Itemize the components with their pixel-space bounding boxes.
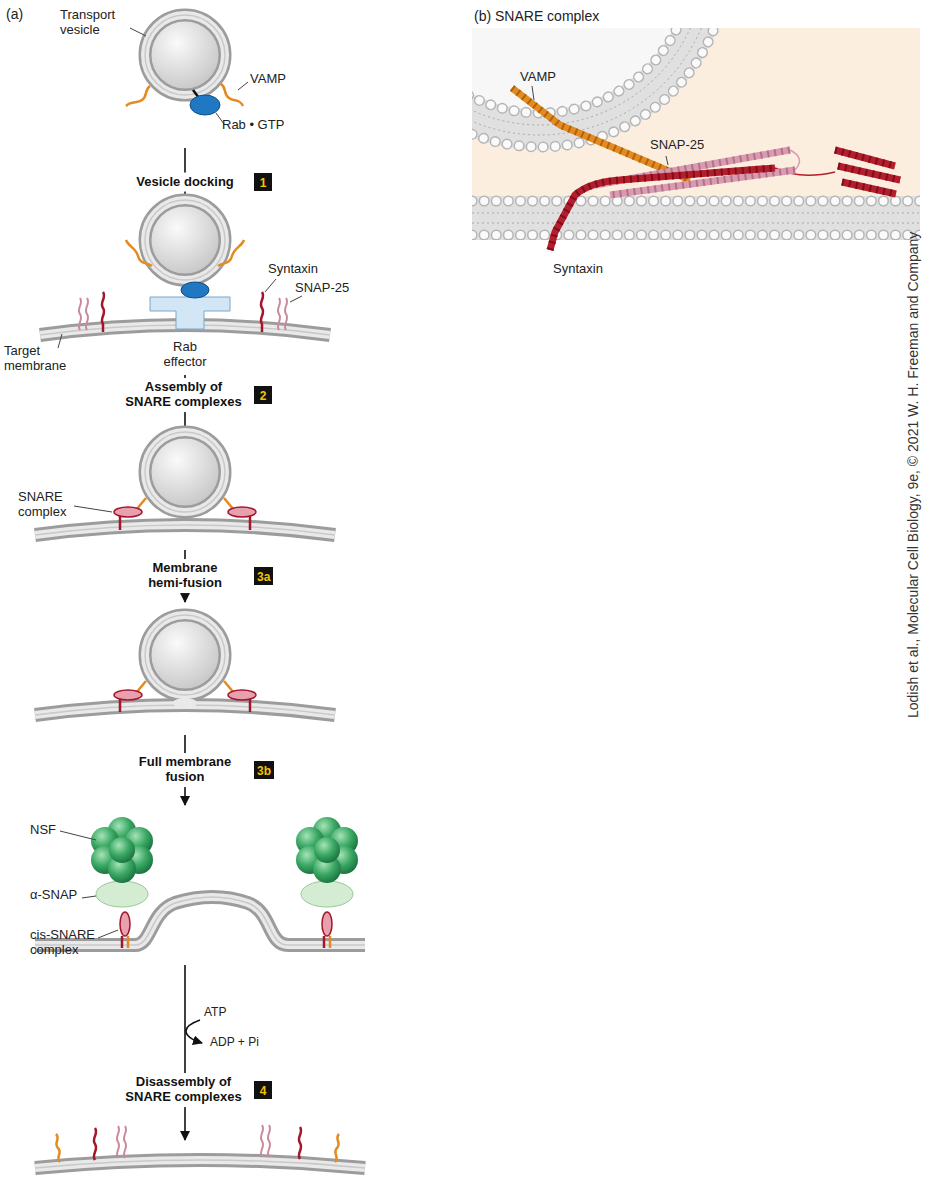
part-label: NSF (30, 823, 56, 838)
part-label: VAMP (250, 72, 286, 87)
part-label: SNAP-25 (295, 281, 349, 296)
part-label: Target membrane (4, 344, 68, 374)
step-heading: Vesicle docking (133, 173, 237, 192)
part-label: Transport vesicle (60, 8, 130, 38)
step-badge: Membrane hemi-fusion3a (254, 567, 273, 585)
step-heading: Membrane hemi-fusion (136, 559, 234, 593)
step-badge: Vesicle docking1 (254, 173, 272, 191)
step-badge: Assembly of SNARE complexes2 (254, 386, 272, 404)
part-label: cis-SNARE complex (30, 928, 102, 958)
part-label: SNAP-25 (648, 138, 706, 153)
step-badge: Full membrane fusion3b (254, 761, 274, 779)
part-label: Rab effector (150, 340, 220, 370)
part-label: Syntaxin (268, 262, 318, 277)
part-label: Rab • GTP (222, 118, 284, 133)
step-heading: Disassembly of SNARE complexes (118, 1073, 249, 1107)
part-label: Syntaxin (553, 262, 603, 277)
step-heading: Assembly of SNARE complexes (118, 378, 249, 412)
part-label: SNARE complex (18, 490, 78, 520)
molecule-label: ATP (204, 1006, 226, 1020)
step-heading: Full membrane fusion (125, 753, 246, 787)
step-number: 3a (257, 570, 270, 584)
part-label: VAMP (518, 70, 558, 85)
step-number: 1 (260, 176, 267, 190)
panel-label: (a) (6, 6, 23, 22)
step-number: 2 (260, 389, 267, 403)
molecule-label: ADP + Pi (210, 1036, 259, 1050)
step-number: 3b (257, 764, 271, 778)
part-label: α-SNAP (30, 888, 77, 903)
credit-text: Lodish et al., Molecular Cell Biology, 9… (905, 232, 921, 718)
step-badge: Disassembly of SNARE complexes4 (254, 1081, 272, 1099)
panel-label: (b) SNARE complex (474, 8, 599, 24)
step-number: 4 (260, 1084, 267, 1098)
